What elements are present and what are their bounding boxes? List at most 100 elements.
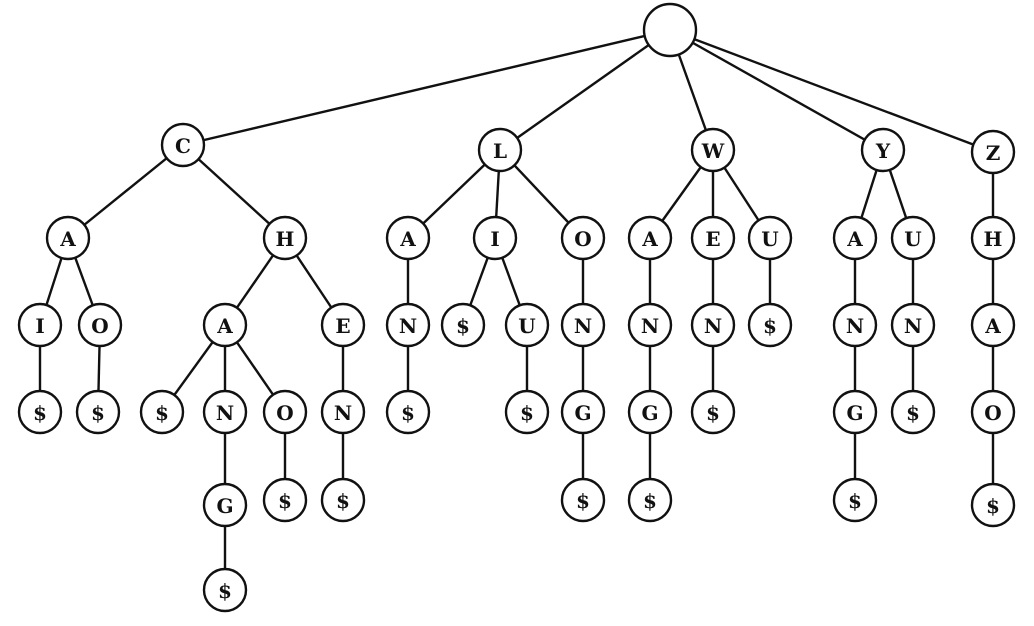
end-marker-node: $: [202, 567, 248, 613]
node-label: U: [518, 314, 535, 338]
trie-node-N: N: [202, 389, 248, 435]
trie-node-N: N: [890, 302, 936, 348]
node-label: $: [706, 401, 720, 425]
node-label: $: [906, 401, 920, 425]
node-label: A: [399, 227, 416, 251]
node-label: U: [904, 227, 921, 251]
node-label: $: [576, 489, 590, 513]
node-label: N: [641, 314, 659, 338]
node-label: $: [643, 489, 657, 513]
trie-node-U: U: [504, 302, 550, 348]
node-label: $: [155, 401, 169, 425]
node-label: W: [701, 139, 725, 163]
end-marker-node: $: [970, 482, 1016, 528]
end-marker-node: $: [262, 477, 308, 523]
trie-node-G: G: [832, 389, 878, 435]
node-label: H: [984, 227, 1003, 251]
trie-node-O: O: [262, 389, 308, 435]
node-label: A: [216, 314, 233, 338]
node-label: U: [761, 227, 778, 251]
trie-node-A: A: [627, 215, 673, 261]
trie-node-W: W: [690, 127, 736, 173]
node-label: L: [493, 139, 507, 163]
edge-C-CA: [67, 144, 184, 239]
node-label: N: [574, 314, 592, 338]
node-label: N: [216, 401, 234, 425]
node-label: $: [336, 489, 350, 513]
node-label: $: [91, 401, 105, 425]
node-label: I: [35, 314, 44, 338]
trie-node-A: A: [385, 215, 431, 261]
node-label: G: [574, 401, 591, 425]
node-label: O: [574, 227, 591, 251]
trie-node-C: C: [160, 122, 206, 168]
trie-node-G: G: [627, 389, 673, 435]
node-label: C: [175, 134, 191, 158]
node-label: I: [490, 227, 499, 251]
trie-node-N: N: [832, 302, 878, 348]
trie-node-N: N: [385, 302, 431, 348]
node-label: H: [276, 227, 295, 251]
trie-node-O: O: [77, 302, 123, 348]
trie-node-A: A: [45, 215, 91, 261]
node-label: G: [216, 494, 233, 518]
trie-node-A: A: [832, 215, 878, 261]
node-label: O: [276, 401, 293, 425]
node-label: N: [904, 314, 922, 338]
trie-node-U: U: [747, 215, 793, 261]
end-marker-node: $: [832, 477, 878, 523]
trie-node-H: H: [262, 215, 308, 261]
trie-node-H: H: [970, 215, 1016, 261]
end-marker-node: $: [890, 389, 936, 435]
edge-root-Y: [669, 28, 884, 152]
node-label: N: [704, 314, 722, 338]
edge-C-CH: [182, 144, 286, 239]
end-marker-node: $: [75, 389, 121, 435]
trie-node-A: A: [202, 302, 248, 348]
node-label: $: [763, 314, 777, 338]
edge-root-L: [499, 29, 671, 151]
node-label: $: [218, 579, 232, 603]
trie-node-E: E: [690, 215, 736, 261]
root-node: [642, 2, 698, 58]
trie-node-I: I: [17, 302, 63, 348]
end-marker-node: $: [17, 389, 63, 435]
end-marker-node: $: [690, 389, 736, 435]
trie-node-N: N: [320, 389, 366, 435]
trie-node-E: E: [320, 302, 366, 348]
end-marker-node: $: [440, 302, 486, 348]
trie-node-I: I: [472, 215, 518, 261]
end-marker-node: $: [627, 477, 673, 523]
trie-node-Z: Z: [970, 129, 1016, 175]
trie-node-N: N: [690, 302, 736, 348]
edge-root-Z: [669, 28, 994, 154]
trie-node-O: O: [560, 215, 606, 261]
trie-node-G: G: [560, 389, 606, 435]
trie-node-A: A: [970, 302, 1016, 348]
node-label: A: [984, 314, 1001, 338]
node-label: $: [33, 401, 47, 425]
node-label: $: [401, 401, 415, 425]
node-label: N: [334, 401, 352, 425]
end-marker-node: $: [385, 389, 431, 435]
trie-node-N: N: [560, 302, 606, 348]
node-label: O: [91, 314, 108, 338]
node-label: A: [59, 227, 76, 251]
node-label: $: [986, 494, 1000, 518]
end-marker-node: $: [504, 389, 550, 435]
node-label: Z: [986, 141, 1001, 165]
edge-root-C: [182, 28, 671, 147]
trie-node-O: O: [970, 389, 1016, 435]
node-label: N: [399, 314, 417, 338]
node-label: $: [456, 314, 470, 338]
end-marker-node: $: [139, 389, 185, 435]
node-label: N: [846, 314, 864, 338]
trie-node-Y: Y: [860, 127, 906, 173]
node-label: G: [641, 401, 658, 425]
trie-node-G: G: [202, 482, 248, 528]
node-label: G: [846, 401, 863, 425]
node-label: A: [846, 227, 863, 251]
node-label: O: [984, 401, 1001, 425]
